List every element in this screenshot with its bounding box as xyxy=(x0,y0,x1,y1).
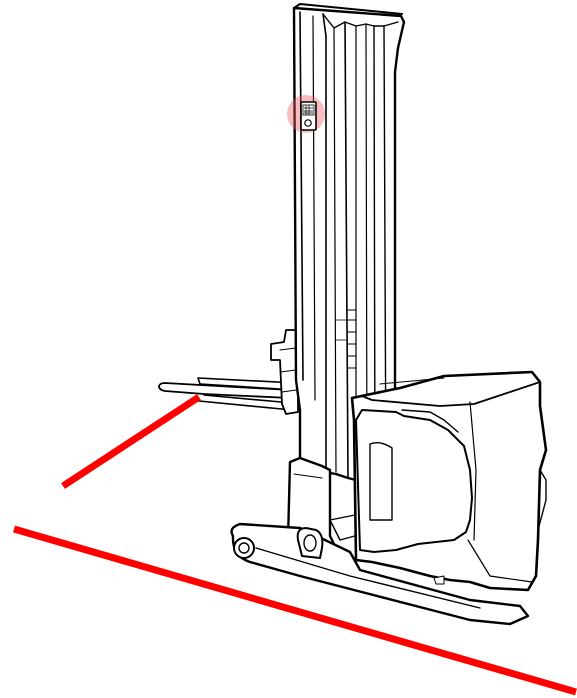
guide-line-fork xyxy=(61,394,201,489)
mast-rail-left xyxy=(299,11,304,381)
forks xyxy=(158,329,299,415)
mid-wheel xyxy=(296,527,324,559)
fork-carriage xyxy=(270,329,299,415)
front-wheel xyxy=(233,537,255,559)
base xyxy=(230,456,530,626)
keypad-icon xyxy=(300,101,317,131)
operator-body xyxy=(350,370,548,592)
mast-rail-mid xyxy=(322,13,327,471)
guide-lines xyxy=(13,394,577,696)
cab-cutout xyxy=(369,441,393,521)
mast xyxy=(292,3,406,492)
guide-line-ground xyxy=(13,525,577,696)
control-panel xyxy=(287,95,325,133)
